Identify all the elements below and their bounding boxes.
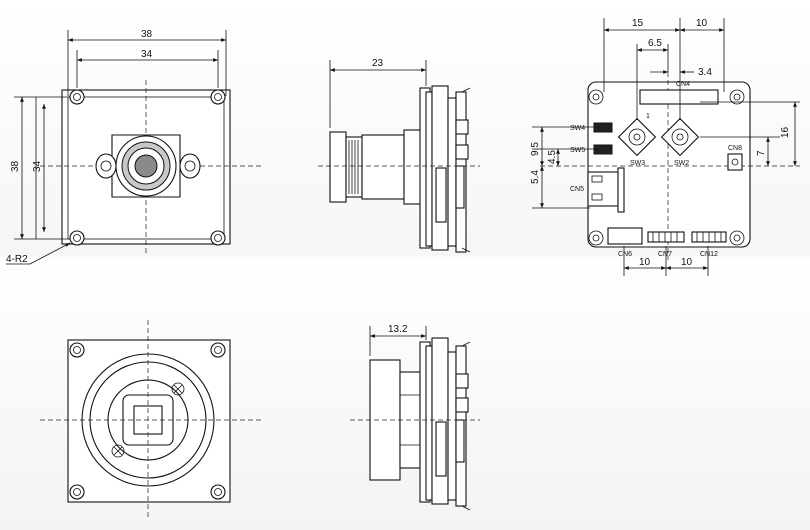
dim-6-5: 6.5 (648, 38, 662, 49)
dim-4-5: 4.5 (547, 150, 558, 164)
sw2-label: SW2 (674, 160, 689, 167)
cn12-label: CN12 (700, 251, 718, 258)
screw-icon (111, 444, 125, 458)
cn8-label: CN8 (728, 145, 742, 152)
dim-3-4: 3.4 (698, 67, 712, 78)
dim-7: 7 (756, 150, 767, 156)
sw5-label: SW5 (570, 147, 585, 154)
sw3-label: SW3 (630, 160, 645, 167)
front-view-bottom (40, 320, 262, 520)
dim-10-bottom-left: 10 (639, 257, 651, 268)
dim-height-inner: 34 (32, 160, 43, 172)
side-view-top: 23 (318, 58, 480, 253)
pin1-label: 1 (646, 113, 650, 120)
dim-width-inner: 34 (141, 49, 153, 60)
dim-15: 15 (632, 18, 644, 29)
dim-height-outer: 38 (10, 160, 21, 172)
dim-9-5: 9.5 (530, 142, 541, 156)
lens-center-icon (134, 154, 158, 178)
front-view-top: 38 34 38 34 4-R2 (6, 29, 262, 265)
dim-10-top: 10 (696, 18, 708, 29)
cn4-label: CN4 (676, 81, 690, 88)
screw-icon (171, 382, 185, 396)
cn5-label: CN5 (570, 186, 584, 193)
sw4-label: SW4 (570, 125, 585, 132)
dim-16: 16 (780, 126, 791, 138)
side-view-bottom: 13.2 (350, 324, 480, 511)
cn7-label: CN7 (658, 251, 672, 258)
dim-10-bottom-right: 10 (681, 257, 693, 268)
dim-5-4: 5.4 (530, 170, 541, 184)
mounting-hole-icons (69, 89, 226, 246)
dim-depth-top: 23 (372, 58, 384, 69)
dim-width-outer: 38 (141, 29, 153, 40)
cn6-label: CN6 (618, 251, 632, 258)
board-view: CN4 SW3 SW2 1 SW4 SW5 CN5 CN8 CN6 (530, 18, 800, 276)
hole-radius-note: 4-R2 (6, 254, 28, 265)
dim-depth-bottom: 13.2 (388, 324, 408, 335)
